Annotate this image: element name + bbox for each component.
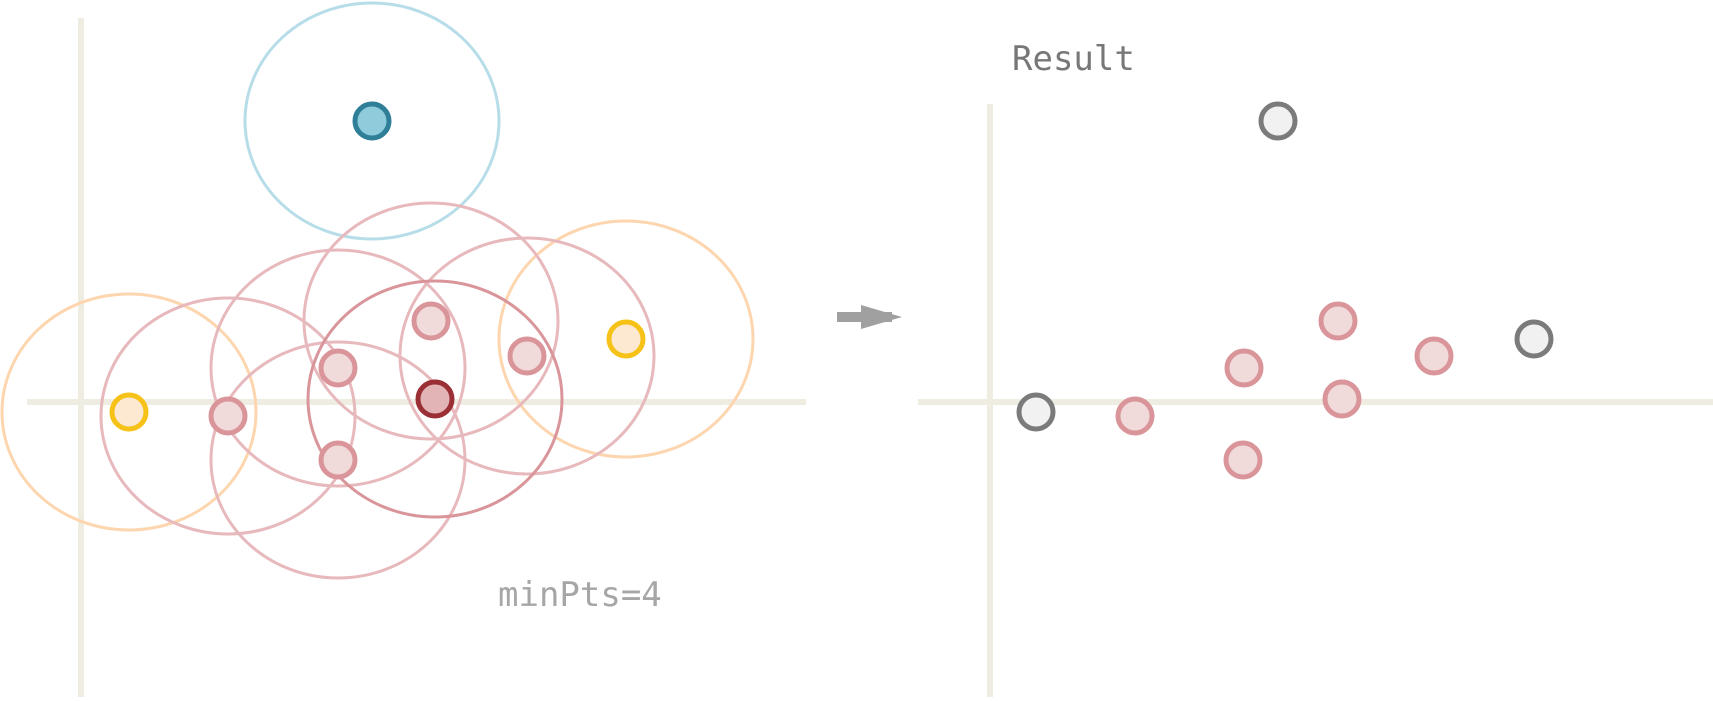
core-point bbox=[411, 301, 451, 341]
cluster-point bbox=[1322, 379, 1362, 419]
border-epsilon-ring bbox=[497, 219, 755, 459]
noise-epsilon-ring bbox=[243, 1, 501, 241]
noise-point bbox=[1258, 101, 1298, 141]
core-epsilon-ring bbox=[302, 201, 560, 441]
left-points bbox=[109, 101, 646, 480]
cluster-point bbox=[1223, 440, 1263, 480]
cluster-point bbox=[1115, 396, 1155, 436]
noise-point bbox=[1514, 319, 1554, 359]
selected-core-epsilon-ring bbox=[306, 279, 564, 519]
core-point bbox=[318, 440, 358, 480]
core-epsilon-ring bbox=[209, 248, 467, 488]
cluster-point bbox=[1414, 336, 1454, 376]
left-panel: minPts=4 bbox=[0, 1, 806, 697]
arrow-shaft-ext bbox=[860, 312, 892, 322]
right-panel: Result bbox=[918, 39, 1713, 697]
result-points bbox=[1016, 101, 1554, 480]
core-epsilon-ring bbox=[209, 340, 467, 580]
transition-arrow bbox=[837, 305, 902, 329]
cluster-point bbox=[1318, 301, 1358, 341]
cluster-point bbox=[1224, 348, 1264, 388]
core-point bbox=[318, 348, 358, 388]
min-pts-label: minPts=4 bbox=[498, 575, 662, 615]
core-point bbox=[507, 336, 547, 376]
noise-point bbox=[1016, 392, 1056, 432]
result-title: Result bbox=[1012, 39, 1135, 79]
arrow-shaft bbox=[837, 312, 863, 322]
border-point bbox=[606, 319, 646, 359]
epsilon-rings bbox=[0, 1, 755, 580]
noise-point bbox=[352, 101, 392, 141]
selected-core-point bbox=[415, 379, 455, 419]
border-point bbox=[109, 392, 149, 432]
border-epsilon-ring bbox=[0, 292, 258, 532]
core-point bbox=[208, 396, 248, 436]
